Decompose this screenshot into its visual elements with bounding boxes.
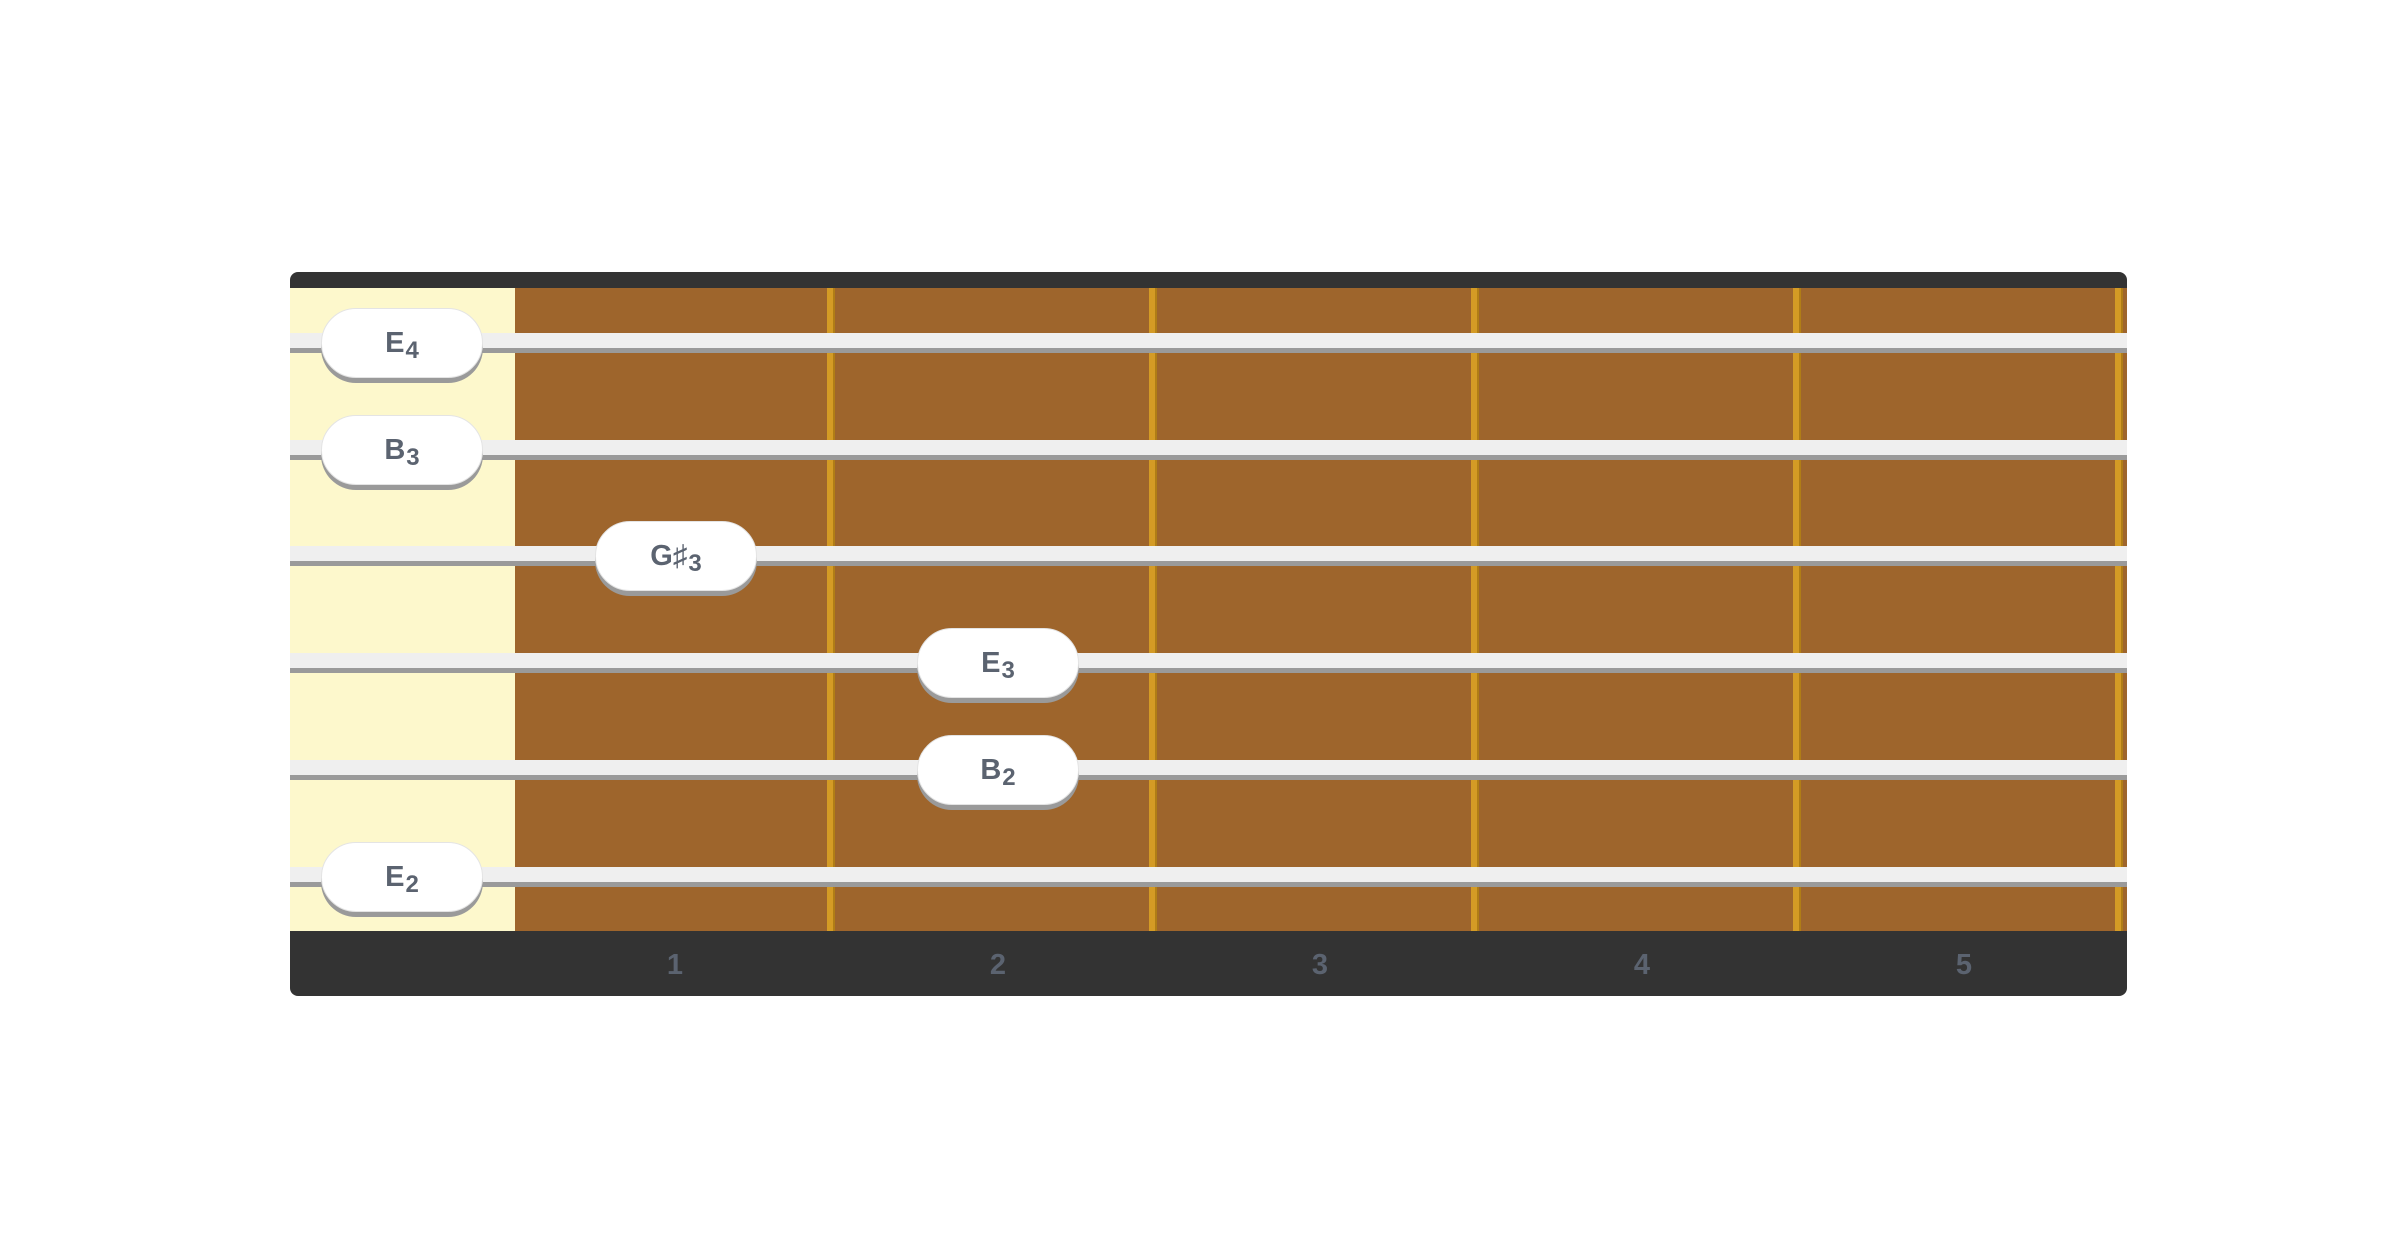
fret-wire-4 xyxy=(1793,288,1801,931)
note-octave: 3 xyxy=(1001,657,1015,684)
note-letter: B xyxy=(384,433,406,466)
string-2[interactable] xyxy=(290,440,2127,460)
note-octave: 3 xyxy=(688,550,702,577)
fret-number-3: 3 xyxy=(1311,949,1329,981)
note-letter: G♯ xyxy=(650,539,688,572)
fret-number-bar: 1 2 3 4 5 xyxy=(290,931,2127,996)
note-letter: E xyxy=(385,860,405,893)
string-4[interactable] xyxy=(290,653,2127,673)
fret-number-2: 2 xyxy=(989,949,1007,981)
fret-number-4: 4 xyxy=(1633,949,1651,981)
fret-wire-3 xyxy=(1471,288,1479,931)
string-1[interactable] xyxy=(290,333,2127,353)
open-string-zone xyxy=(290,288,515,931)
fret-number-1: 1 xyxy=(666,949,684,981)
note-octave: 2 xyxy=(405,871,419,898)
note-letter: E xyxy=(981,646,1001,679)
note-letter: E xyxy=(385,326,405,359)
note-octave: 4 xyxy=(405,337,419,364)
note-marker-string-3[interactable]: G♯3 xyxy=(595,521,757,591)
fret-wire-2 xyxy=(1149,288,1157,931)
string-6[interactable] xyxy=(290,867,2127,887)
fret-number-5: 5 xyxy=(1955,949,1973,981)
fret-wire-1 xyxy=(827,288,835,931)
note-octave: 2 xyxy=(1002,764,1016,791)
note-letter: B xyxy=(980,753,1002,786)
string-5[interactable] xyxy=(290,760,2127,780)
string-3[interactable] xyxy=(290,546,2127,566)
note-octave: 3 xyxy=(406,444,420,471)
fretboard-wood xyxy=(515,288,2127,931)
fret-wire-5 xyxy=(2115,288,2123,931)
